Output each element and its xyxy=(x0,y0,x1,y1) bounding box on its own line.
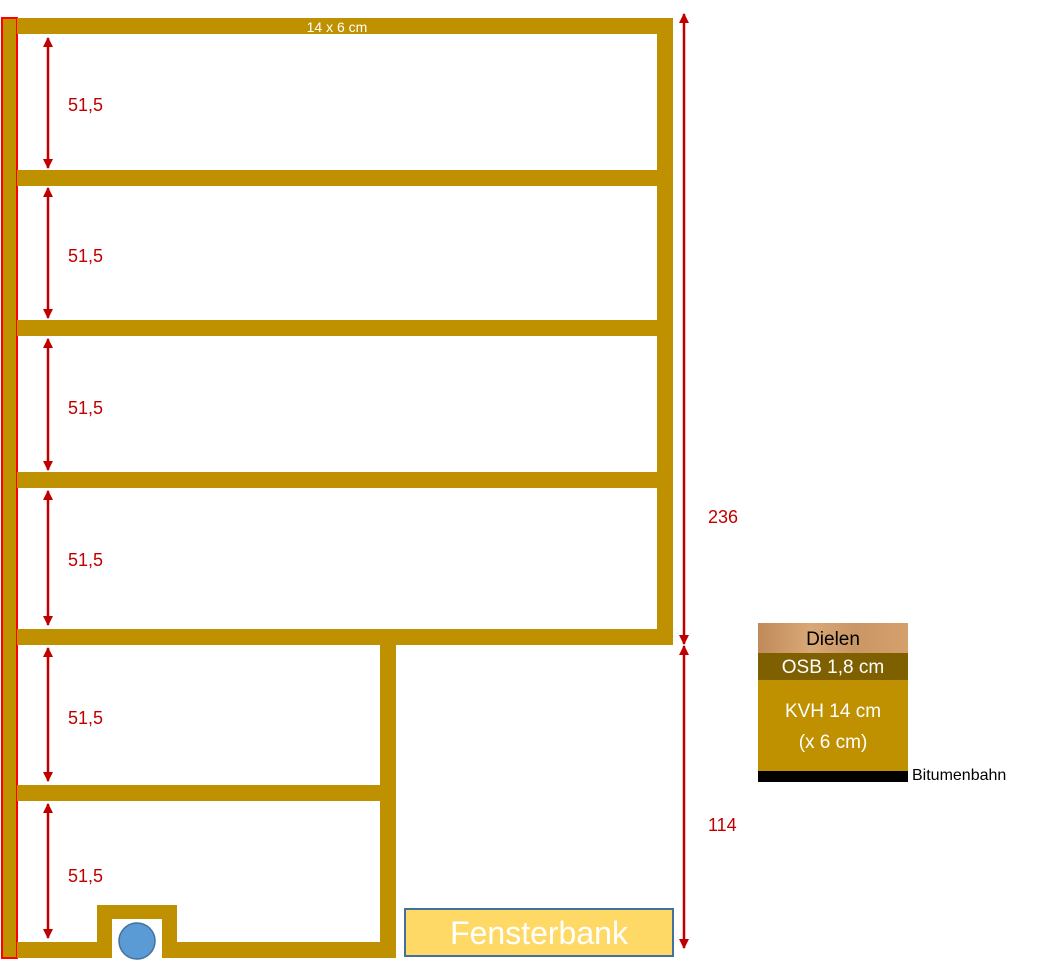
legend-floorboards-label: Dielen xyxy=(806,629,860,650)
spacing-label-5: 51,5 xyxy=(68,708,103,728)
joist-5 xyxy=(17,629,673,645)
window-sill xyxy=(404,908,674,957)
legend-floorboards-swatch xyxy=(758,623,908,653)
right-rim-beam xyxy=(657,18,673,645)
pipe-notch-top xyxy=(97,905,177,919)
bottom-joist-left xyxy=(17,942,112,958)
pipe-notch-right xyxy=(162,905,177,958)
legend-bitumen-swatch xyxy=(758,771,908,782)
spacing-label-1: 51,5 xyxy=(68,95,103,115)
layer-legend: Dielen OSB 1,8 cm KVH 14 cm (x 6 cm) Bit… xyxy=(758,623,1006,784)
bottom-joist-right xyxy=(162,942,396,958)
total-dimension-lower-label: 114 xyxy=(708,815,737,835)
lower-right-beam xyxy=(380,645,396,958)
joist-4 xyxy=(17,472,673,488)
legend-bitumen-label: Bitumenbahn xyxy=(912,767,1006,784)
spacing-label-2: 51,5 xyxy=(68,246,103,266)
legend-osb-label: OSB 1,8 cm xyxy=(782,657,884,678)
joist-6 xyxy=(17,785,396,801)
wall-edge-beam xyxy=(1,17,18,959)
joist-3 xyxy=(17,320,673,336)
legend-osb-swatch xyxy=(758,653,908,680)
spacing-label-6: 51,5 xyxy=(68,866,103,886)
legend-kvh-swatch xyxy=(758,680,908,771)
window-sill-label: Fensterbank xyxy=(450,915,629,951)
legend-kvh-label-line1: KVH 14 cm xyxy=(785,701,881,722)
pipe-icon xyxy=(118,922,156,960)
joist-2 xyxy=(17,170,673,186)
total-dimension-upper-label: 236 xyxy=(708,507,738,527)
joist-1 xyxy=(17,18,673,34)
spacing-label-3: 51,5 xyxy=(68,398,103,418)
legend-kvh-label-line2: (x 6 cm) xyxy=(799,732,868,753)
beam-caption: 14 x 6 cm xyxy=(307,19,368,35)
spacing-label-4: 51,5 xyxy=(68,550,103,570)
